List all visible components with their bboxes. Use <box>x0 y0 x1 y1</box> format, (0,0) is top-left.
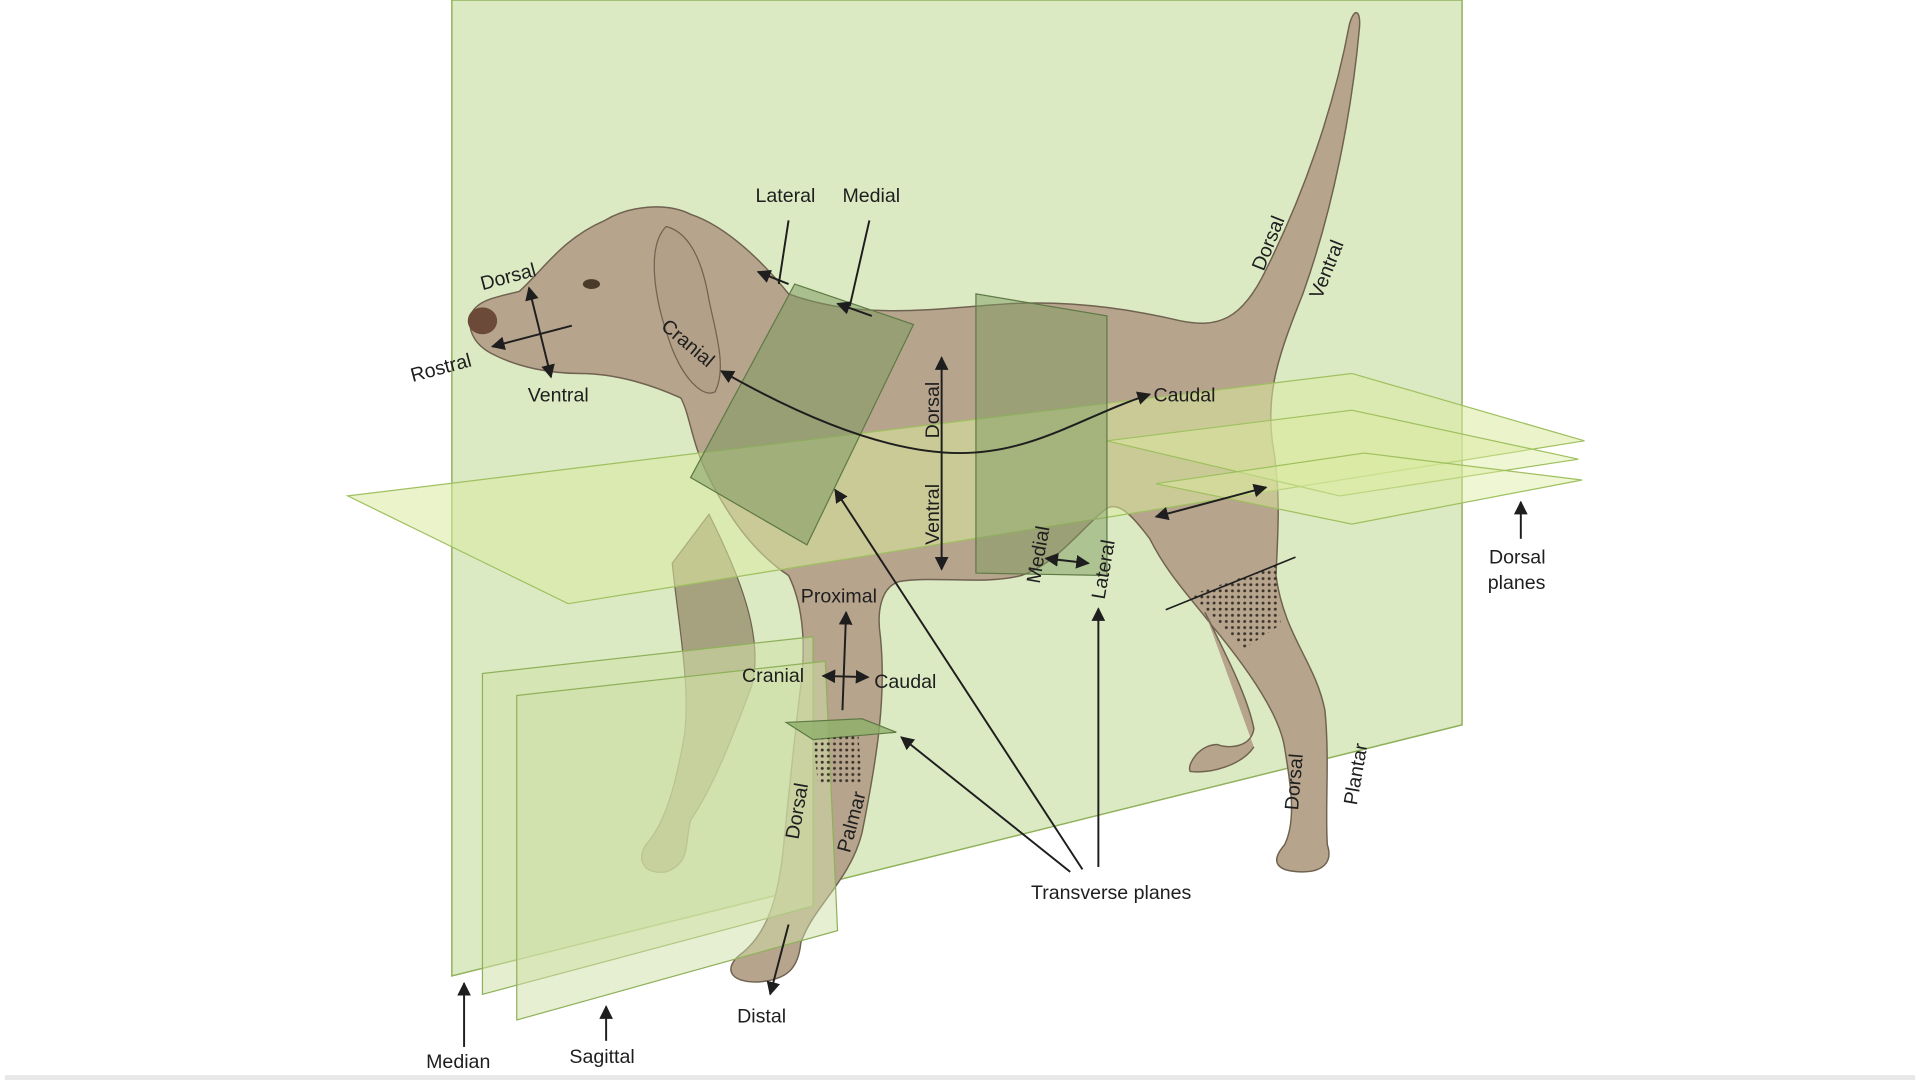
label-proximal: Proximal <box>801 585 877 607</box>
dog-ear <box>653 225 721 394</box>
transverse-plane-trunk <box>975 293 1108 577</box>
label-caudal-body: Caudal <box>1153 385 1215 407</box>
label-median: Median <box>426 1051 490 1073</box>
label-caudal-leg: Caudal <box>874 671 936 693</box>
label-sagittal: Sagittal <box>569 1046 634 1068</box>
label-lateral-top: Lateral <box>756 185 816 207</box>
dog-nose <box>467 307 498 335</box>
label-dorsal-planes-2: planes <box>1488 572 1546 594</box>
dorsal-plane-3 <box>1155 452 1583 525</box>
label-body-ventral: Ventral <box>922 484 944 545</box>
label-head-ventral: Ventral <box>528 385 589 407</box>
arrows <box>457 220 1528 1047</box>
hindlimb-tarsus-region <box>1190 565 1281 649</box>
transverse-plane-neck <box>689 283 915 546</box>
dog-eye <box>582 279 600 289</box>
label-distal: Distal <box>737 1005 786 1027</box>
label-body-dorsal: Dorsal <box>922 382 944 439</box>
label-hind-dorsal: Dorsal <box>1281 753 1308 811</box>
sagittal-plane-2 <box>516 660 839 1021</box>
forelimb-carpus-region <box>813 734 863 784</box>
hock-line <box>1165 556 1296 611</box>
dorsal-plane-2 <box>1106 409 1579 497</box>
bottom-crop-edge <box>4 1075 1916 1080</box>
near-hindleg-inner <box>1188 611 1255 773</box>
transverse-plane-forelimb <box>784 718 897 741</box>
label-medial-top: Medial <box>842 185 900 207</box>
label-cranial-leg: Cranial <box>742 665 804 687</box>
label-dorsal-planes-1: Dorsal <box>1489 546 1546 568</box>
label-transverse-planes: Transverse planes <box>1031 882 1192 904</box>
